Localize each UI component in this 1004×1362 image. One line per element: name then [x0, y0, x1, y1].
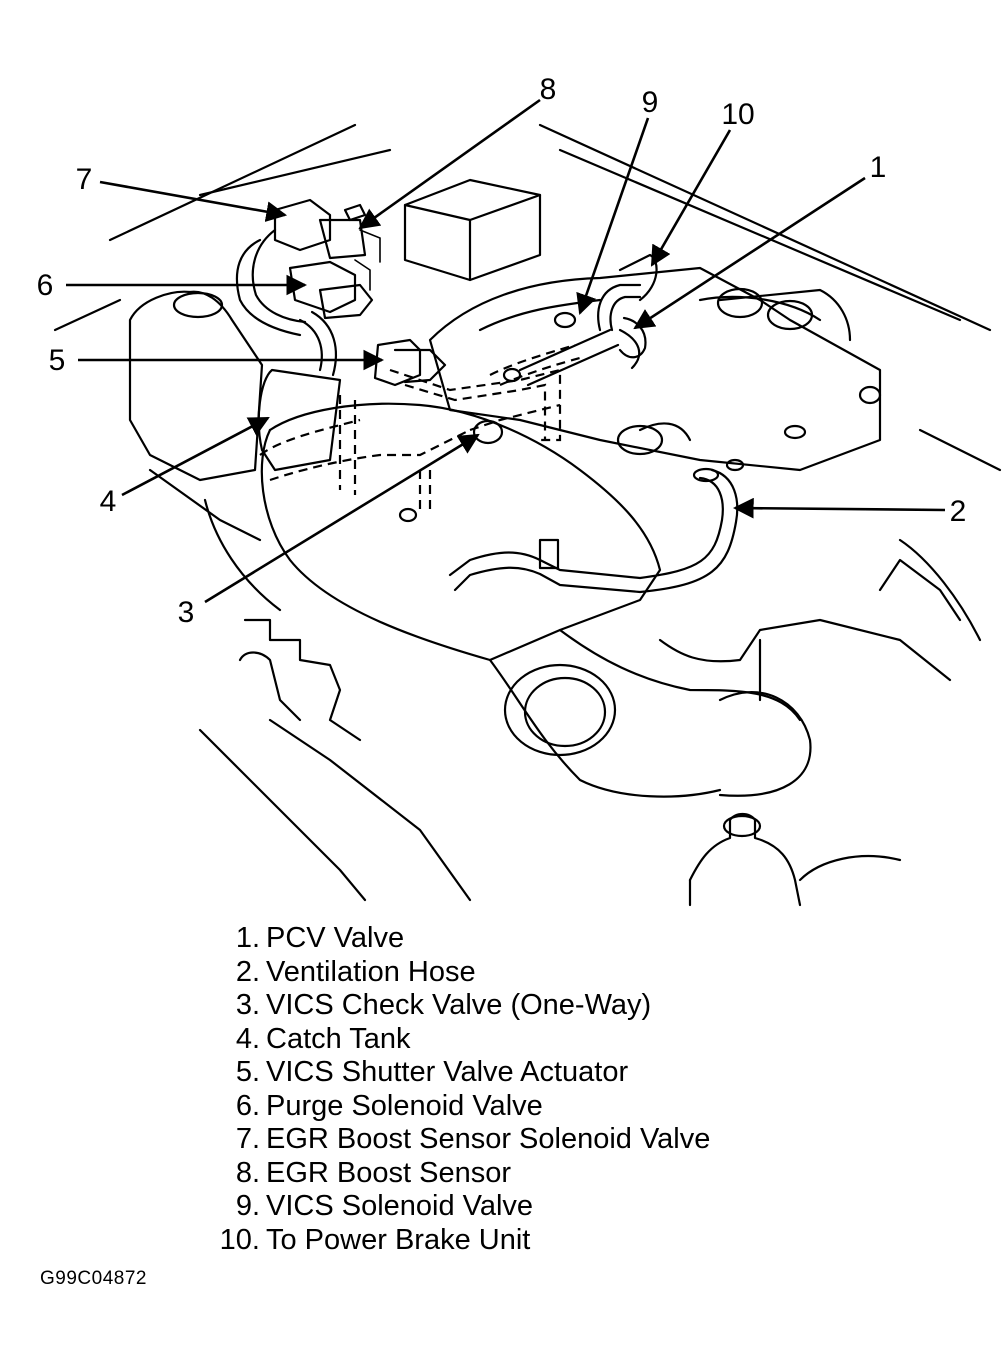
legend-item: 8. EGR Boost Sensor — [200, 1157, 900, 1191]
air-intake-duct — [260, 402, 812, 798]
callout-10: 10 — [721, 98, 754, 131]
legend-number: 2. — [235, 955, 260, 988]
callout-3: 3 — [178, 596, 195, 629]
legend-number: 7. — [235, 1123, 260, 1156]
legend-label: EGR Boost Sensor — [266, 1156, 511, 1189]
legend-item: 9. VICS Solenoid Valve — [200, 1190, 900, 1224]
legend-label: VICS Shutter Valve Actuator — [266, 1056, 629, 1089]
leader-10 — [650, 129, 732, 267]
callout-1: 1 — [870, 151, 887, 184]
legend-item: 10. To Power Brake Unit — [200, 1224, 900, 1258]
legend-label: VICS Solenoid Valve — [266, 1190, 534, 1223]
legend-item: 4. Catch Tank — [200, 1023, 900, 1057]
legend: 1. PCV Valve 2. Ventilation Hose 3. VICS… — [200, 922, 900, 1257]
legend-item: 7. EGR Boost Sensor Solenoid Valve — [200, 1123, 900, 1157]
engine-bay-outline — [53, 123, 1002, 472]
callout-8: 8 — [540, 73, 557, 106]
figure-id: G99C04872 — [40, 1268, 147, 1289]
callout-5: 5 — [49, 344, 66, 377]
legend-item: 3. VICS Check Valve (One-Way) — [200, 989, 900, 1023]
leader-7 — [99, 180, 288, 222]
legend-number: 1. — [235, 922, 260, 955]
vacuum-hoses-solid — [235, 228, 658, 387]
legend-label: Ventilation Hose — [266, 955, 476, 988]
legend-number: 8. — [235, 1156, 260, 1189]
legend-number: 10. — [219, 1223, 260, 1256]
leader-1 — [633, 176, 866, 330]
leader-9 — [576, 117, 650, 315]
engine-diagram: 1 2 3 4 5 6 7 8 9 10 — [37, 73, 1002, 907]
callout-2: 2 — [950, 495, 967, 528]
legend-label: To Power Brake Unit — [266, 1223, 531, 1256]
callout-6: 6 — [37, 269, 54, 302]
legend-item: 6. Purge Solenoid Valve — [200, 1090, 900, 1124]
callout-4: 4 — [100, 485, 117, 518]
leader-8 — [358, 98, 541, 230]
intake-manifold — [428, 266, 882, 472]
legend-number: 4. — [235, 1022, 260, 1055]
legend-label: PCV Valve — [266, 922, 405, 955]
legend-label: VICS Check Valve (One-Way) — [266, 989, 652, 1022]
legend-number: 9. — [235, 1190, 260, 1223]
legend-item: 1. PCV Valve — [200, 922, 900, 956]
fuse-box — [403, 178, 542, 282]
legend-item: 2. Ventilation Hose — [200, 956, 900, 990]
solenoid-cluster — [273, 198, 447, 387]
legend-number: 3. — [235, 989, 260, 1022]
legend-label: Purge Solenoid Valve — [266, 1089, 543, 1122]
leader-lines — [66, 98, 946, 604]
lower-bay — [148, 468, 982, 907]
legend-label: Catch Tank — [266, 1022, 411, 1055]
leader-2 — [732, 497, 946, 519]
legend-number: 5. — [235, 1056, 260, 1089]
callout-7: 7 — [76, 163, 93, 196]
leader-4 — [121, 416, 270, 497]
legend-number: 6. — [235, 1089, 260, 1122]
legend-item: 5. VICS Shutter Valve Actuator — [200, 1056, 900, 1090]
callout-labels: 1 2 3 4 5 6 7 8 9 10 — [37, 73, 967, 629]
leader-3 — [204, 433, 480, 604]
catch-tank-shape — [128, 290, 342, 482]
ventilation-hose — [448, 467, 739, 594]
legend-label: EGR Boost Sensor Solenoid Valve — [266, 1123, 711, 1156]
callout-9: 9 — [642, 86, 659, 119]
valves-small — [398, 311, 647, 523]
vacuum-hoses-dashed — [259, 343, 581, 515]
